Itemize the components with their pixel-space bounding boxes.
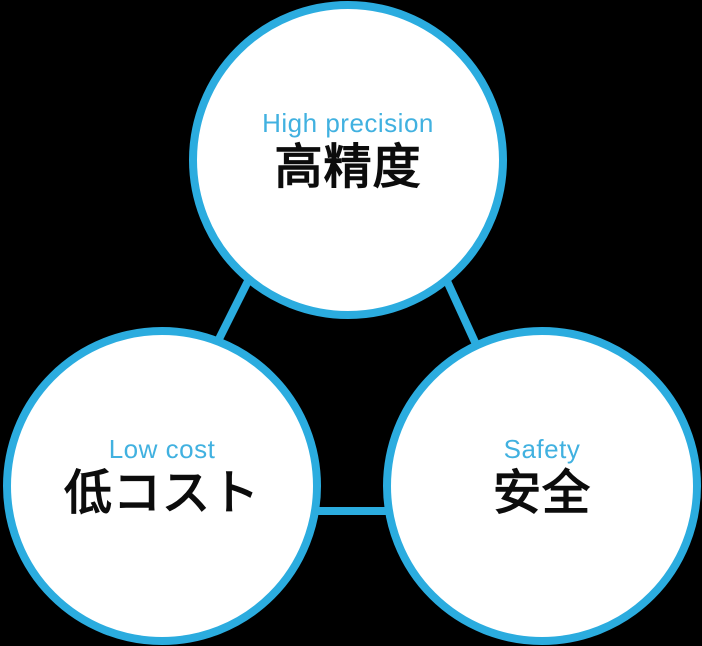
node-low-cost-label-ja: 低コスト — [63, 467, 260, 521]
node-safety-label-en: Safety — [503, 433, 581, 464]
node-high-precision: High precision 高精度 — [189, 1, 507, 319]
node-high-precision-text: High precision 高精度 — [262, 107, 434, 197]
node-low-cost-text: Low cost 低コスト — [64, 433, 260, 523]
node-safety: Safety 安全 — [383, 327, 701, 645]
node-safety-label-ja: 安全 — [492, 467, 591, 521]
node-low-cost-label-en: Low cost — [108, 433, 216, 464]
node-low-cost: Low cost 低コスト — [3, 327, 321, 645]
node-safety-text: Safety 安全 — [493, 433, 591, 523]
node-high-precision-label-ja: 高精度 — [274, 141, 422, 195]
node-high-precision-label-en: High precision — [262, 107, 434, 138]
